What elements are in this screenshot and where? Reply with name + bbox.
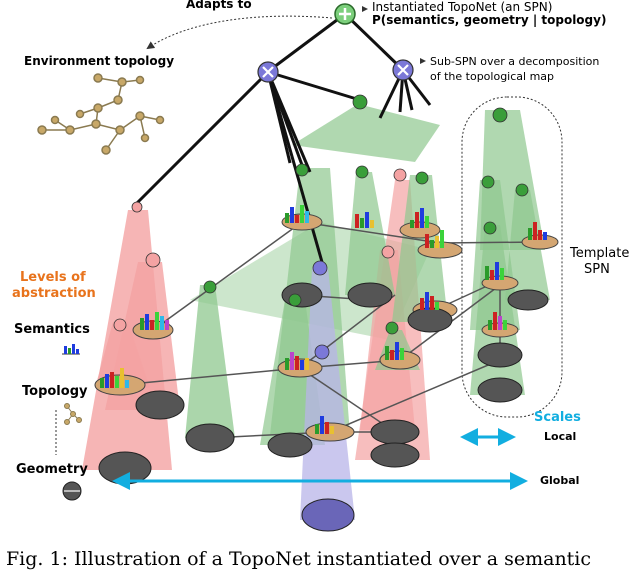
abstraction-label: abstraction	[12, 286, 96, 301]
leaf-nodes	[113, 94, 529, 360]
adapts-to-label: Adapts to	[186, 0, 252, 11]
green-cone-d	[345, 172, 395, 295]
laser-scan-icon	[62, 481, 82, 501]
sub-spn-label: Sub-SPN over a decomposition	[430, 55, 600, 68]
probability-label: P(semantics, geometry | topology)	[372, 13, 607, 27]
spn-edges	[135, 12, 432, 263]
topology-graph-icon	[64, 403, 82, 425]
adapts-arrow	[146, 15, 333, 50]
spn-label: SPN	[584, 262, 610, 277]
semantics-label: Semantics	[14, 322, 90, 337]
template-label: Template	[570, 246, 630, 261]
scales-label: Scales	[534, 410, 581, 425]
green-cone-top	[292, 104, 440, 162]
environment-topology-label: Environment topology	[24, 54, 175, 68]
global-label: Global	[540, 474, 580, 487]
levels-label: Levels of	[20, 270, 86, 285]
template-spn-outline	[461, 96, 563, 418]
red-cone-3	[95, 322, 150, 388]
arrow-icon	[420, 58, 426, 64]
blue-cone	[300, 268, 355, 520]
bar-chart-icon	[62, 344, 80, 355]
local-label: Local	[544, 430, 577, 443]
semantic-histograms	[100, 205, 547, 434]
product-node-icon	[392, 59, 414, 81]
figure-caption: Fig. 1: Illustration of a TopoNet instan…	[6, 548, 592, 570]
topology-label: Topology	[22, 384, 88, 399]
topology-graph-icon	[37, 73, 165, 155]
green-cone-b	[185, 285, 235, 438]
geometry-label: Geometry	[16, 462, 88, 477]
product-node-icon	[257, 61, 279, 83]
arrow-icon	[362, 6, 368, 12]
instantiated-label: Instantiated TopoNet (an SPN)	[372, 0, 553, 14]
sub-spn-label-2: of the topological map	[430, 70, 555, 83]
